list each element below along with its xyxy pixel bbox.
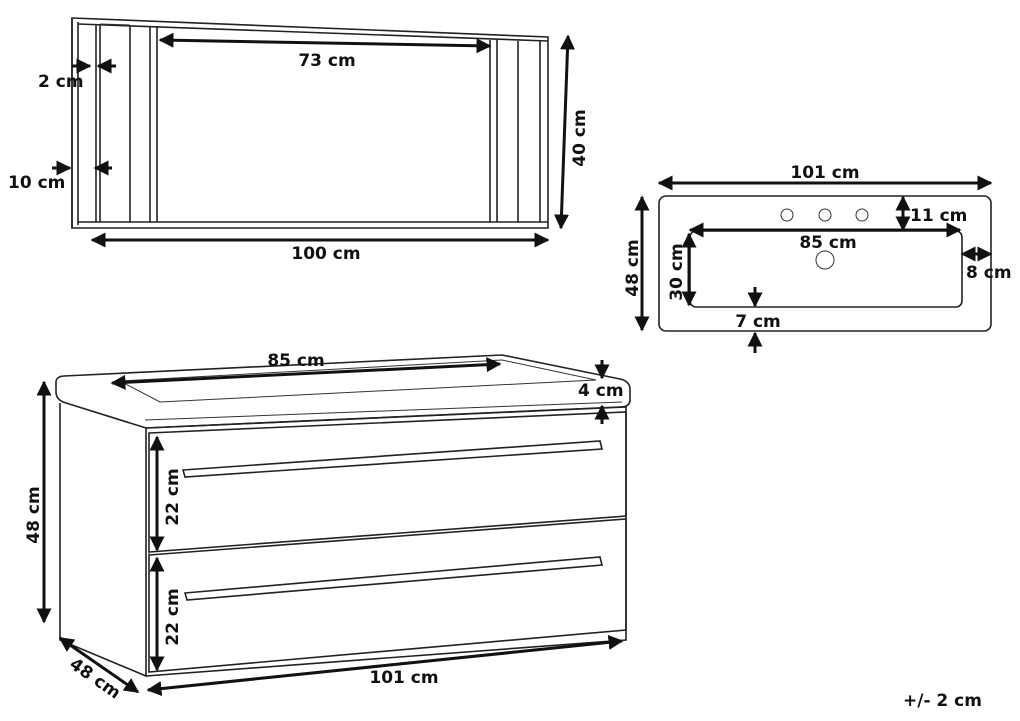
basin-bowl-depth-label: 30 cm (667, 243, 687, 300)
basin-outline (658, 195, 992, 332)
basin-faucet-offset-label: 11 cm (910, 206, 967, 226)
basin-top-view: 101 cm 48 cm 11 cm 85 cm 30 cm 8 cm 7 cm (623, 163, 1012, 353)
tap-hole-icon (818, 208, 832, 222)
mirror-inner-width-label: 73 cm (298, 51, 355, 71)
mirror-frame-thickness-label: 2 cm (38, 72, 84, 92)
basin-depth-label: 48 cm (623, 239, 643, 296)
tolerance-note: +/- 2 cm (903, 691, 982, 711)
drain-icon (815, 250, 835, 270)
tap-hole-icon (855, 208, 869, 222)
drawer-bottom-height-label: 22 cm (163, 588, 183, 645)
mirror-shelf-depth-label: 10 cm (8, 173, 65, 193)
basin-width-label: 101 cm (790, 163, 859, 183)
drawer-top-handle (181, 440, 604, 478)
drawer-top-height-label: 22 cm (163, 468, 183, 525)
cabinet-width-label: 101 cm (369, 668, 438, 688)
countertop (55, 354, 631, 429)
mirror-outer-frame (71, 17, 549, 229)
drawer-bottom (148, 518, 627, 673)
drawer-top (148, 411, 627, 553)
tap-hole-icon (780, 208, 794, 222)
mirror-width-label: 100 cm (291, 244, 360, 264)
basin-front-margin-label: 7 cm (735, 312, 781, 332)
mirror-cabinet: 73 cm 2 cm 10 cm 40 cm 100 cm (8, 17, 590, 264)
basin-bowl-width-label: 85 cm (799, 233, 856, 253)
cabinet-height-label: 48 cm (24, 486, 44, 543)
cabinet-side (59, 403, 147, 678)
mirror-height-dimension (553, 34, 576, 230)
mirror-height-label: 40 cm (570, 109, 590, 166)
drawer-bottom-handle (183, 556, 604, 601)
cabinet-basin-width-label: 85 cm (267, 351, 324, 371)
vanity-cabinet: 85 cm 4 cm 48 cm 22 cm 22 cm 48 cm 101 c… (24, 351, 631, 704)
mirror-inner-width-dimension (158, 32, 492, 54)
cabinet-top-thickness-label: 4 cm (578, 381, 624, 401)
basin-side-margin-label: 8 cm (966, 263, 1012, 283)
